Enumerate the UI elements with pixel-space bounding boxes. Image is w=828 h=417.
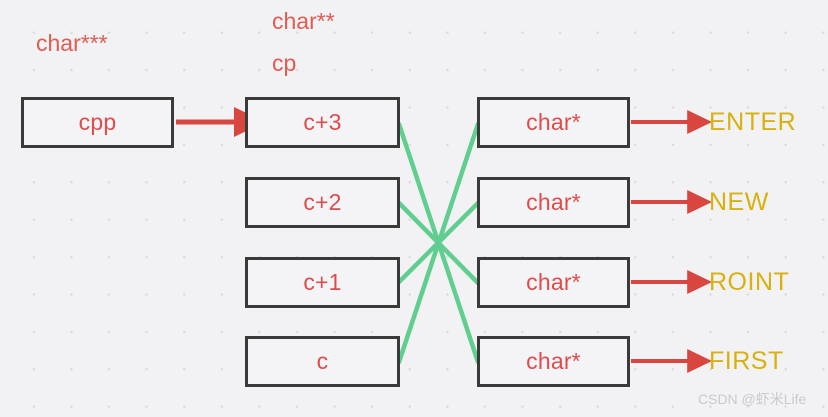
node-c[interactable]: c (245, 336, 400, 387)
label-cp: cp (272, 50, 297, 76)
link-c2-to-str3 (396, 200, 481, 286)
string-value-new: NEW (709, 188, 769, 216)
node-c-plus-1[interactable]: c+1 (245, 257, 400, 308)
node-char-star-2-label: char* (526, 189, 581, 215)
node-c-plus-2-label: c+2 (303, 189, 342, 215)
node-cpp-label: cpp (78, 109, 117, 135)
node-char-star-4[interactable]: char* (477, 336, 630, 387)
node-c-plus-3[interactable]: c+3 (245, 97, 400, 148)
watermark: CSDN @虾米Life (698, 391, 807, 407)
node-c-label: c (316, 348, 329, 374)
node-char-star-3-label: char* (526, 269, 581, 295)
node-c-plus-1-label: c+1 (303, 269, 342, 295)
node-c-plus-2[interactable]: c+2 (245, 177, 400, 228)
node-cpp[interactable]: cpp (21, 97, 174, 148)
node-char-star-3[interactable]: char* (477, 257, 630, 308)
node-char-star-2[interactable]: char* (477, 177, 630, 228)
node-char-star-1-label: char* (526, 109, 581, 135)
node-c-plus-3-label: c+3 (303, 109, 342, 135)
label-char-double-star: char** (272, 8, 335, 34)
link-c3-to-str4 (396, 121, 481, 365)
node-char-star-4-label: char* (526, 348, 581, 374)
string-value-first: FIRST (709, 347, 784, 375)
string-value-roint: ROINT (709, 268, 790, 296)
string-value-enter: ENTER (709, 108, 797, 136)
link-c-to-str1 (396, 121, 481, 365)
link-c1-to-str2 (396, 200, 481, 285)
node-char-star-1[interactable]: char* (477, 97, 630, 148)
label-char-triple-star: char*** (36, 30, 108, 56)
